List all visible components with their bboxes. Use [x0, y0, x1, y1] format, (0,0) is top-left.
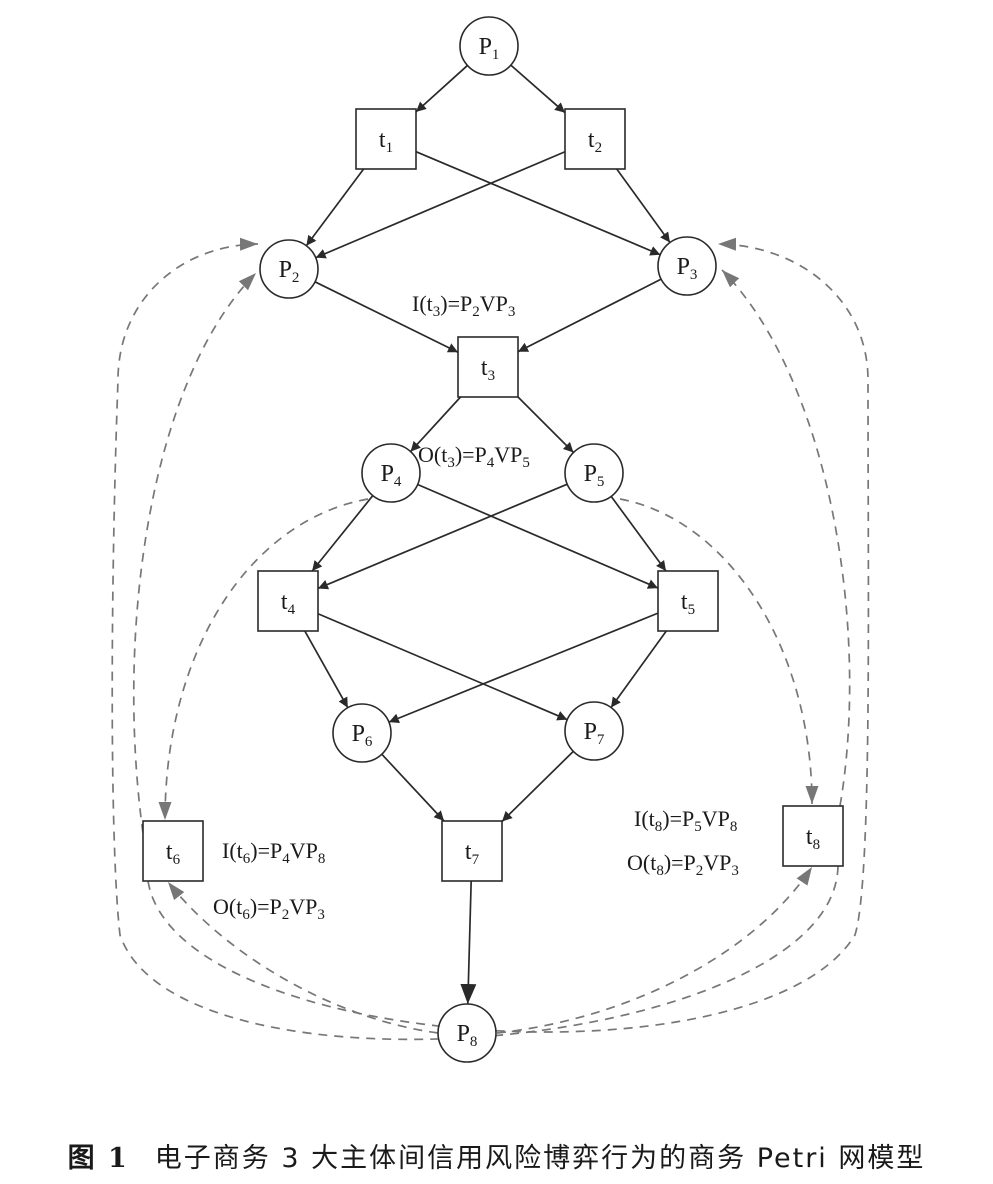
place-circle	[564, 443, 624, 503]
arc-t1-p2	[305, 168, 365, 247]
node-label-t7: t7	[465, 839, 480, 868]
transition-t1: t1	[355, 108, 417, 170]
arc-t1-p3	[415, 150, 661, 256]
node-label-t8: t8	[806, 824, 820, 853]
place-circle	[332, 703, 392, 763]
place-p7: P7	[564, 701, 624, 761]
place-p4: P4	[361, 443, 421, 503]
arc-p8-t6	[167, 881, 439, 1034]
node-label-t2: t2	[588, 127, 602, 156]
place-circle	[564, 701, 624, 761]
transition-box	[782, 805, 844, 867]
caption-text: 电子商务 3 大主体间信用风险博弈行为的商务 Petri 网模型	[154, 1143, 926, 1174]
transition-t2: t2	[564, 108, 626, 170]
arcs-layer	[111, 64, 870, 1041]
place-circle	[361, 443, 421, 503]
arc-p7-t7	[501, 750, 574, 823]
arc-t8-p3	[721, 269, 851, 807]
arc-t7-p8	[460, 880, 477, 1005]
arc-t3-p4	[409, 396, 462, 453]
transition-t3: t3	[457, 336, 519, 398]
arc-p1-t1	[415, 64, 469, 113]
node-label-p6: P6	[352, 721, 373, 750]
place-circle	[459, 16, 519, 76]
node-label-p5: P5	[584, 461, 605, 490]
transition-box	[355, 108, 417, 170]
arc-p4-t4	[311, 495, 374, 572]
arc-p1-t2	[510, 64, 566, 114]
transition-box	[257, 570, 319, 632]
figure-caption: 图 1 电子商务 3 大主体间信用风险博弈行为的商务 Petri 网模型	[0, 1136, 993, 1175]
arc-p6-t7	[381, 753, 445, 822]
expression-i-t3: I(t3)=P2VP3	[412, 291, 515, 320]
transition-t4: t4	[257, 570, 319, 632]
node-label-p2: P2	[279, 257, 300, 286]
arc-t2-p2	[315, 150, 566, 259]
expression-i-t6: I(t6)=P4VP8	[222, 838, 325, 867]
place-p5: P5	[564, 443, 624, 503]
transition-t5: t5	[657, 570, 719, 632]
transition-box	[457, 336, 519, 398]
place-circle	[657, 236, 717, 296]
arc-p5-t8	[619, 498, 819, 805]
arc-p3-t3	[517, 278, 662, 353]
place-circle	[437, 1003, 497, 1063]
node-label-p7: P7	[584, 719, 605, 748]
transition-t6: t6	[142, 820, 204, 882]
node-label-p4: P4	[381, 461, 402, 490]
arc-t8-p2	[111, 237, 839, 1041]
place-p6: P6	[332, 703, 392, 763]
node-label-t4: t4	[281, 589, 296, 618]
arc-p5-t5	[610, 495, 667, 572]
arc-p8-t8	[496, 866, 813, 1034]
transition-t7: t7	[441, 820, 503, 882]
place-p3: P3	[657, 236, 717, 296]
place-p1: P1	[459, 16, 519, 76]
expression-i-t8: I(t8)=P5VP8	[634, 806, 737, 835]
node-label-t1: t1	[379, 127, 393, 156]
transition-box	[441, 820, 503, 882]
node-label-p8: P8	[457, 1021, 478, 1050]
transition-t8: t8	[782, 805, 844, 867]
arc-p4-t5	[417, 483, 659, 589]
arc-t5-p6	[388, 612, 659, 723]
expression-o-t3: O(t3)=P4VP5	[418, 442, 530, 471]
arc-p5-t4	[317, 483, 568, 590]
node-label-t5: t5	[681, 589, 695, 618]
arc-t6-p3	[147, 237, 870, 1033]
transition-box	[564, 108, 626, 170]
expression-o-t8: O(t8)=P2VP3	[627, 850, 739, 879]
arc-t4-p7	[317, 612, 568, 721]
transition-box	[657, 570, 719, 632]
arc-p2-t3	[314, 281, 459, 353]
node-label-p3: P3	[677, 254, 698, 283]
arc-t6-p2	[132, 272, 257, 834]
arc-t3-p5	[517, 396, 575, 454]
expression-o-t6: O(t6)=P2VP3	[213, 894, 325, 923]
arc-t4-p6	[304, 630, 349, 709]
place-circle	[259, 239, 319, 299]
arc-t2-p3	[616, 168, 671, 244]
node-label-p1: P1	[479, 34, 500, 63]
transition-box	[142, 820, 204, 882]
node-label-t3: t3	[481, 355, 495, 384]
arc-p4-t6	[158, 498, 369, 821]
arc-t5-p7	[610, 630, 667, 708]
figure-number: 图 1	[67, 1143, 129, 1174]
node-label-t6: t6	[166, 839, 181, 868]
place-p8: P8	[437, 1003, 497, 1063]
place-p2: P2	[259, 239, 319, 299]
